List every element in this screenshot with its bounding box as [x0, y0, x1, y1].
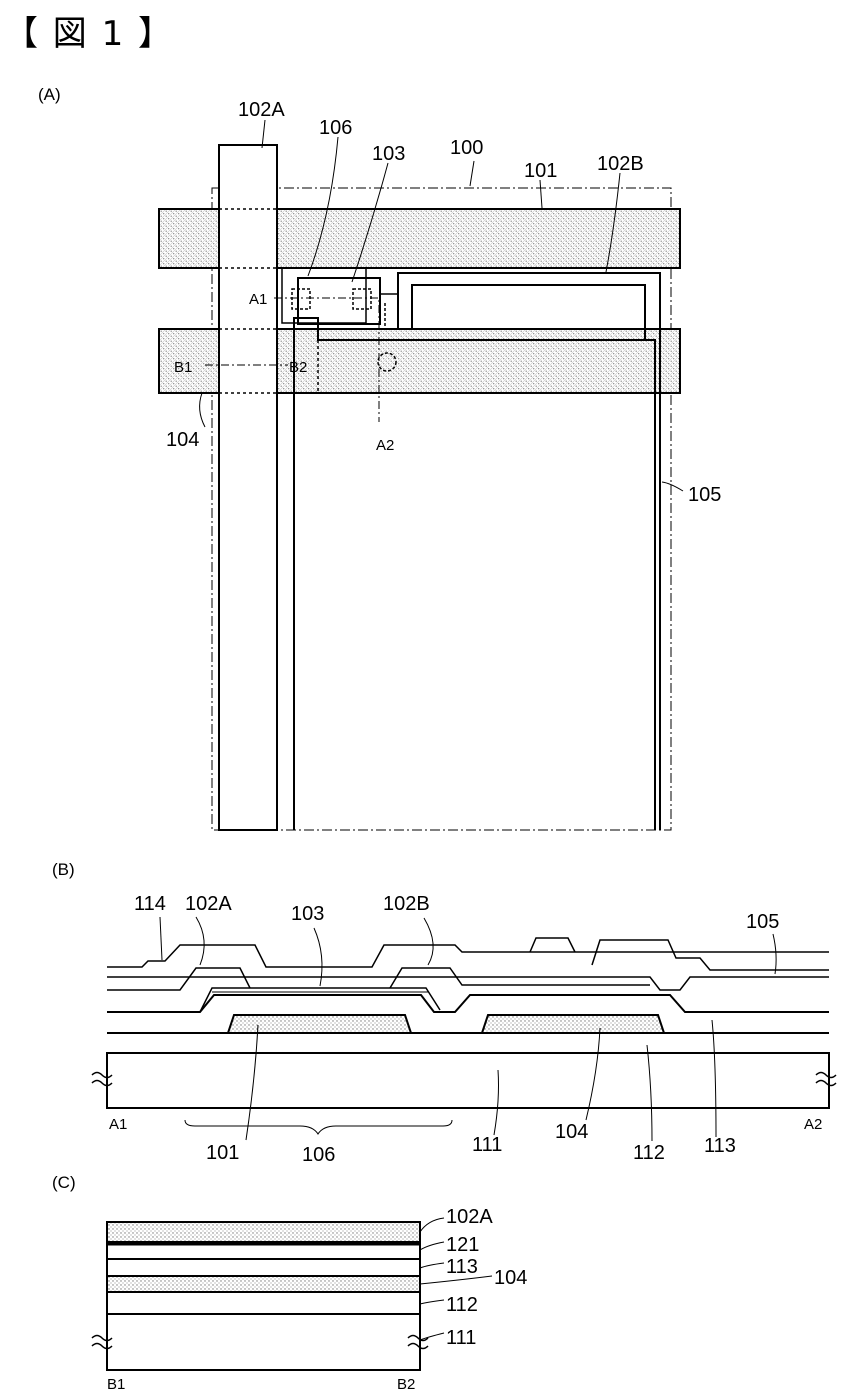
label-114: 114 — [134, 893, 166, 915]
label-103: 103 — [291, 903, 324, 925]
label-112: 112 — [633, 1142, 665, 1164]
substrate-111 — [107, 1053, 829, 1108]
insulator-113 — [107, 995, 829, 1012]
label-B1: B1 — [107, 1376, 125, 1391]
pixel-electrode-105 — [294, 318, 655, 830]
source-electrode-102A — [107, 968, 250, 990]
label-111: 111 — [446, 1327, 476, 1349]
drain-electrode-102B — [390, 968, 650, 988]
cross-section-B1-B2 — [92, 1218, 492, 1370]
label-B1: B1 — [174, 359, 192, 376]
source-line-102A — [219, 145, 277, 830]
label-101: 101 — [206, 1142, 239, 1164]
label-104: 104 — [555, 1121, 588, 1143]
label-121: 121 — [446, 1234, 479, 1256]
label-B2: B2 — [397, 1376, 415, 1391]
panel-b-label: (B) — [52, 860, 75, 879]
label-111: 111 — [472, 1134, 502, 1156]
label-105: 105 — [688, 484, 721, 506]
label-112: 112 — [446, 1294, 478, 1316]
capacitor-electrode-104 — [482, 1015, 664, 1033]
label-A2: A2 — [376, 437, 394, 454]
label-113: 113 — [704, 1135, 736, 1157]
label-100: 100 — [450, 137, 483, 159]
label-106: 106 — [302, 1144, 335, 1166]
pixel-plan-view — [159, 120, 683, 830]
label-104: 104 — [494, 1267, 527, 1289]
label-102A: 102A — [446, 1206, 493, 1228]
panel-b-labels: 114 102A 103 102B 105 A1 A2 101 106 111 … — [109, 893, 822, 1166]
label-102B: 102B — [383, 893, 430, 915]
label-B2: B2 — [289, 359, 307, 376]
capacitor-104-layer — [107, 1276, 420, 1292]
label-101: 101 — [524, 160, 557, 182]
gate-electrode-101 — [228, 1015, 411, 1033]
label-103: 103 — [372, 143, 405, 165]
label-102A: 102A — [238, 99, 285, 121]
panel-c-label: (C) — [52, 1173, 76, 1192]
label-105: 105 — [746, 911, 779, 933]
label-A1: A1 — [109, 1116, 127, 1133]
cross-section-A1-A2 — [92, 917, 836, 1141]
label-102B: 102B — [597, 153, 644, 175]
source-line-102A-layer — [107, 1222, 420, 1242]
panel-a-label: (A) — [38, 85, 61, 104]
label-113: 113 — [446, 1256, 478, 1278]
label-104: 104 — [166, 429, 199, 451]
label-102A: 102A — [185, 893, 232, 915]
label-A1: A1 — [249, 291, 267, 308]
label-106: 106 — [319, 117, 352, 139]
insulator-114 — [107, 945, 829, 967]
label-A2: A2 — [804, 1116, 822, 1133]
